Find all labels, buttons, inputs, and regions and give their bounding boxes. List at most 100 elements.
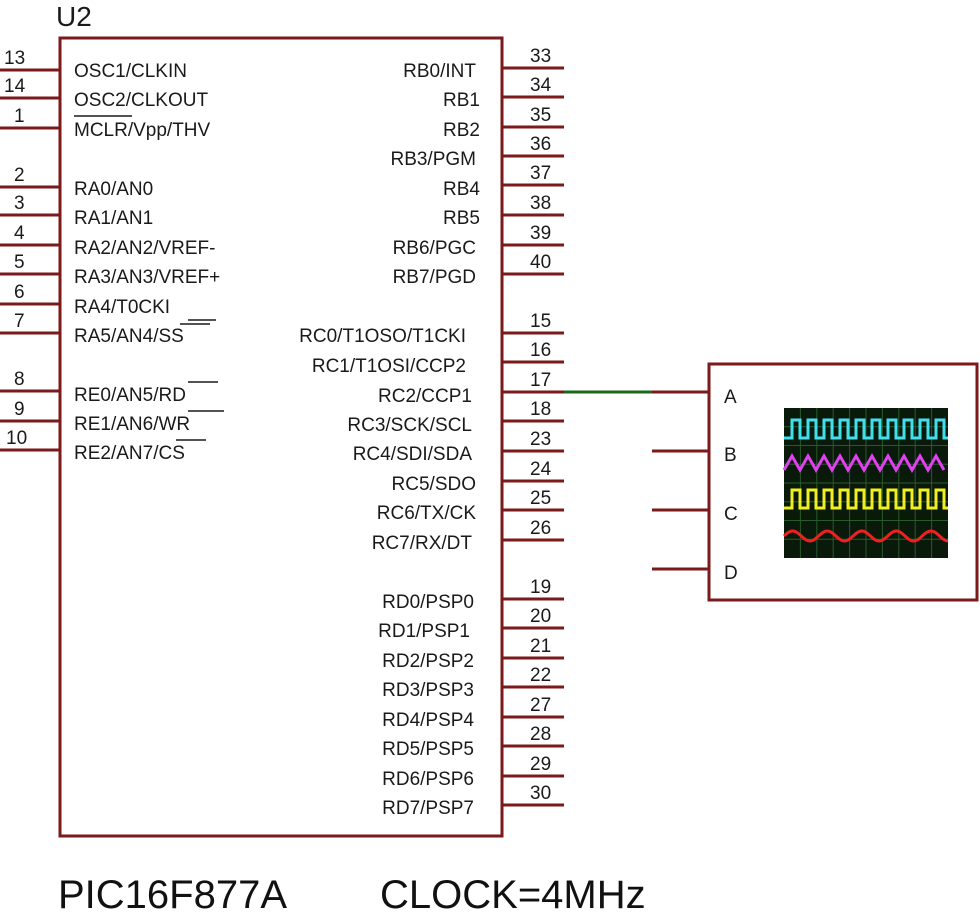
left-pin[interactable]: 2 RA0/AN0 [0, 165, 153, 200]
svg-text:28: 28 [530, 724, 551, 745]
svg-text:RB4: RB4 [443, 179, 480, 200]
svg-text:39: 39 [530, 223, 551, 244]
left-pin[interactable]: 9 RE1/AN6/WR [0, 399, 224, 435]
svg-text:6: 6 [14, 282, 25, 303]
left-pin[interactable]: 3 RA1/AN1 [0, 193, 153, 229]
svg-text:2: 2 [14, 165, 25, 186]
svg-text:RE2/AN7/CS: RE2/AN7/CS [74, 443, 185, 464]
trace-a [784, 418, 948, 440]
left-pin[interactable]: 8 RE0/AN5/RD [0, 369, 218, 406]
svg-text:RA4/T0CKI: RA4/T0CKI [74, 297, 170, 318]
svg-text:29: 29 [530, 754, 551, 775]
svg-text:9: 9 [14, 399, 25, 420]
svg-text:26: 26 [530, 518, 551, 539]
svg-text:RA2/AN2/VREF-: RA2/AN2/VREF- [74, 238, 215, 259]
trace-d [782, 529, 949, 543]
svg-text:3: 3 [14, 193, 25, 214]
svg-text:RB1: RB1 [443, 90, 480, 111]
svg-text:15: 15 [530, 311, 551, 332]
svg-text:RC3/SCK/SCL: RC3/SCK/SCL [347, 415, 472, 436]
svg-text:RC7/RX/DT: RC7/RX/DT [372, 533, 473, 554]
svg-text:RB5: RB5 [443, 208, 480, 229]
chip-ref-label: U2 [56, 1, 92, 32]
left-pin[interactable]: 14 OSC2/CLKOUT [0, 76, 208, 111]
svg-text:17: 17 [530, 370, 551, 391]
svg-text:RD3/PSP3: RD3/PSP3 [382, 680, 474, 701]
svg-text:OSC1/CLKIN: OSC1/CLKIN [74, 61, 187, 82]
left-pin[interactable]: 6 RA4/T0CKI [0, 282, 216, 321]
svg-text:RD2/PSP2: RD2/PSP2 [382, 651, 474, 672]
clock-label: CLOCK=4MHz [380, 873, 646, 912]
trace-c [784, 488, 948, 510]
svg-text:RB2: RB2 [443, 120, 480, 141]
svg-text:21: 21 [530, 636, 551, 657]
svg-text:RA3/AN3/VREF+: RA3/AN3/VREF+ [74, 267, 220, 288]
svg-text:36: 36 [530, 134, 551, 155]
svg-text:24: 24 [530, 459, 552, 480]
svg-text:RD5/PSP5: RD5/PSP5 [382, 739, 474, 760]
scope-channel-a: A [724, 387, 737, 408]
svg-text:4: 4 [14, 223, 25, 244]
left-pin[interactable]: 10 RE2/AN7/CS [0, 428, 206, 464]
left-pin[interactable]: 13 OSC1/CLKIN [0, 48, 187, 82]
svg-text:RE0/AN5/RD: RE0/AN5/RD [74, 385, 186, 406]
svg-text:RD4/PSP4: RD4/PSP4 [382, 710, 474, 731]
svg-text:RC1/T1OSI/CCP2: RC1/T1OSI/CCP2 [312, 356, 466, 377]
svg-text:40: 40 [530, 252, 551, 273]
svg-text:RA1/AN1: RA1/AN1 [74, 208, 153, 229]
oscilloscope[interactable]: A B C D [652, 362, 979, 602]
svg-text:RC2/CCP1: RC2/CCP1 [378, 386, 472, 407]
svg-text:37: 37 [530, 163, 551, 184]
svg-text:RE1/AN6/WR: RE1/AN6/WR [74, 414, 190, 435]
svg-text:RC6/TX/CK: RC6/TX/CK [377, 503, 477, 524]
scope-channel-b: B [724, 445, 737, 466]
svg-text:19: 19 [530, 577, 551, 598]
svg-text:34: 34 [530, 75, 552, 96]
left-pin[interactable]: 5 RA3/AN3/VREF+ [0, 252, 220, 288]
chip-body[interactable] [58, 36, 504, 838]
left-pin[interactable]: 4 RA2/AN2/VREF- [0, 223, 215, 259]
svg-text:25: 25 [530, 488, 551, 509]
left-pin[interactable]: 1 MCLR/Vpp/THV [0, 106, 211, 141]
scope-traces [782, 418, 949, 543]
svg-text:RB3/PGM: RB3/PGM [390, 149, 476, 170]
svg-text:33: 33 [530, 46, 551, 67]
svg-text:13: 13 [4, 48, 25, 69]
svg-text:23: 23 [530, 429, 551, 450]
svg-text:7: 7 [14, 311, 25, 332]
svg-text:22: 22 [530, 665, 551, 686]
svg-text:20: 20 [530, 606, 551, 627]
svg-text:RD0/PSP0: RD0/PSP0 [382, 592, 474, 613]
svg-text:RC0/T1OSO/T1CKI: RC0/T1OSO/T1CKI [299, 326, 466, 347]
svg-text:RC5/SDO: RC5/SDO [392, 474, 476, 495]
svg-text:5: 5 [14, 252, 25, 273]
left-pin[interactable]: 7 RA5/AN4/SS [0, 311, 210, 347]
svg-text:RA0/AN0: RA0/AN0 [74, 179, 153, 200]
svg-text:RB6/PGC: RB6/PGC [393, 238, 476, 259]
